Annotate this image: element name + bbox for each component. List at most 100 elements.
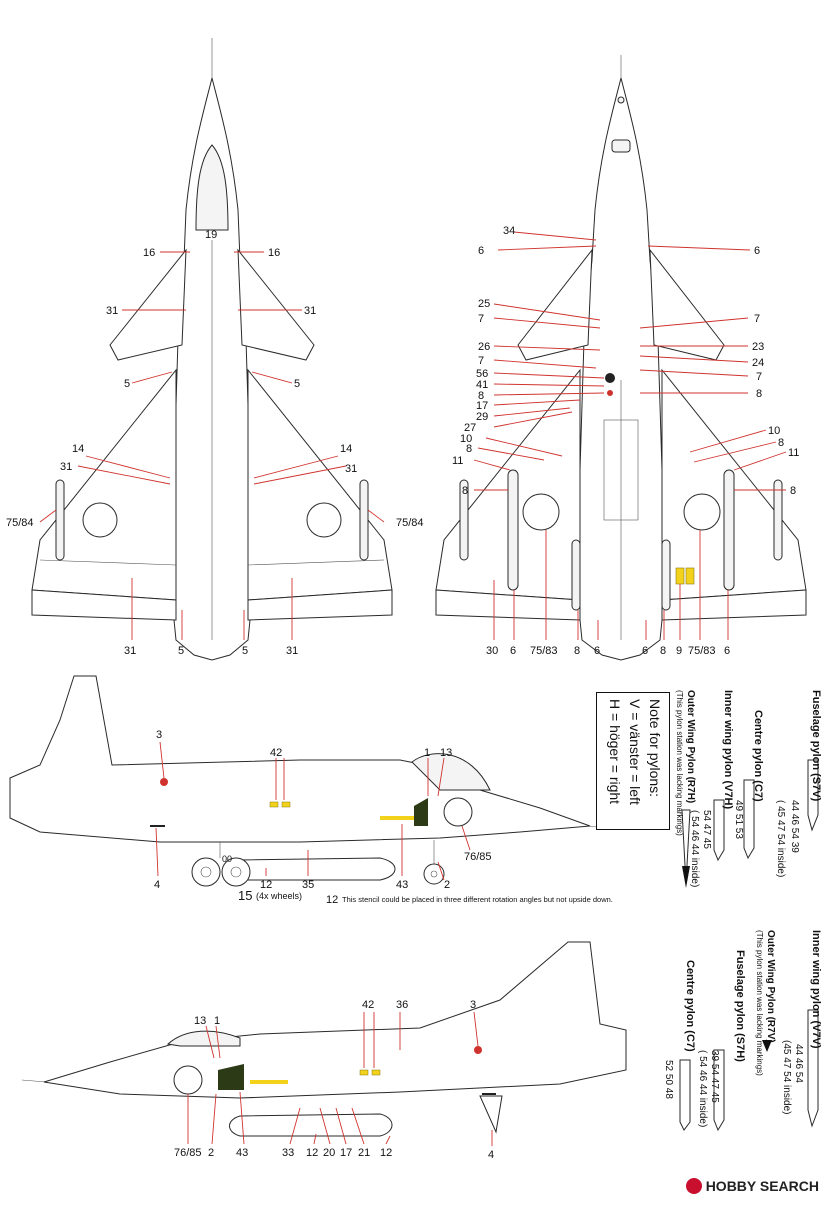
callout-label: 31 bbox=[106, 305, 118, 317]
callout-label: 1 bbox=[424, 747, 430, 759]
callout-label: 2 bbox=[208, 1147, 214, 1159]
hobby-search-logo-text: HOBBY SEARCH bbox=[705, 1178, 819, 1194]
callout-label: 12 bbox=[306, 1147, 318, 1159]
callout-label: 35 bbox=[302, 879, 314, 891]
callout-label: 7 bbox=[754, 313, 760, 325]
callout-label: 33 bbox=[282, 1147, 294, 1159]
callout-label: 10 bbox=[768, 425, 780, 437]
pylon-note-line-2: V = vänster = left bbox=[627, 699, 643, 805]
callout-label: 31 bbox=[60, 461, 72, 473]
callout-label: 75/83 bbox=[530, 645, 558, 657]
callout-label: 76/85 bbox=[174, 1147, 202, 1159]
callout-label: 42 bbox=[362, 999, 374, 1011]
callout-label: 17 bbox=[340, 1147, 352, 1159]
callout-label: 6 bbox=[594, 645, 600, 657]
callout-label: 5 bbox=[124, 378, 130, 390]
callout-label: 8 bbox=[660, 645, 666, 657]
centre-pylon-c7-title-2: Centre pylon (C7) bbox=[684, 960, 696, 1052]
stencil-number: 12 bbox=[326, 894, 338, 906]
callout-label: 9 bbox=[676, 645, 682, 657]
inner-wing-pylon-v7v-title: Inner wing pylon (V7V) bbox=[810, 930, 822, 1049]
callout-label: 8 bbox=[778, 437, 784, 449]
callout-label: 16 bbox=[268, 247, 280, 259]
callout-label: 8 bbox=[790, 485, 796, 497]
inner-wing-pylon-v7h-row2: ( 54 46 44 inside) bbox=[689, 810, 700, 888]
callout-label: 6 bbox=[724, 645, 730, 657]
callout-label: 19 bbox=[205, 229, 217, 241]
centre-pylon-c7-row-2: 52 50 48 bbox=[663, 1060, 674, 1099]
inner-wing-pylon-v7v-row1: 44 46 54 bbox=[793, 1044, 804, 1083]
callout-label: 11 bbox=[452, 455, 463, 467]
callout-label: 31 bbox=[345, 463, 357, 475]
callout-label: 24 bbox=[752, 357, 764, 369]
hobby-search-logo: HOBBY SEARCH bbox=[685, 1178, 819, 1194]
callout-label: 76/85 bbox=[464, 851, 492, 863]
callout-label: 42 bbox=[270, 747, 282, 759]
callout-label: 43 bbox=[236, 1147, 248, 1159]
fuselage-pylon-s7v-row1: 44 46 54 39 bbox=[789, 800, 800, 853]
callout-label: 36 bbox=[396, 999, 408, 1011]
hobby-search-logo-icon bbox=[685, 1178, 702, 1194]
pylon-drawings bbox=[679, 759, 819, 1132]
callout-label: 6 bbox=[510, 645, 516, 657]
centre-pylon-c7-title: Centre pylon (C7) bbox=[752, 710, 764, 802]
callout-label: 25 bbox=[478, 298, 490, 310]
aircraft-bottom-view: 34 6 6 25 7 7 26 23 24 7 56 7 41 8 8 17 … bbox=[435, 55, 807, 661]
callout-label: 17 bbox=[476, 400, 488, 412]
callout-label: 16 bbox=[143, 247, 155, 259]
fuselage-pylon-s7v-row2: ( 45 47 54 inside) bbox=[775, 800, 786, 878]
inner-wing-pylon-v7h-title: Inner wing pylon (V7H) bbox=[722, 690, 734, 810]
callout-label: 27 bbox=[464, 422, 476, 434]
callout-label: 00 bbox=[222, 854, 232, 864]
callout-label: 8 bbox=[574, 645, 580, 657]
callout-label: 26 bbox=[478, 341, 490, 353]
aircraft-side-view-right: 13 1 42 36 3 76/85 2 43 33 12 20 17 21 1… bbox=[21, 941, 627, 1161]
callout-label: 30 bbox=[486, 645, 498, 657]
callout-label: 75/84 bbox=[6, 517, 34, 529]
callout-label: 6 bbox=[754, 245, 760, 257]
callout-label: 43 bbox=[396, 879, 408, 891]
callout-label: 14 bbox=[72, 443, 84, 455]
stencil-note: This stencil could be placed in three di… bbox=[342, 895, 613, 904]
wheels-note: (4x wheels) bbox=[256, 891, 302, 901]
callout-label: 34 bbox=[503, 225, 515, 237]
callout-label: 31 bbox=[286, 645, 298, 657]
callout-label: 14 bbox=[340, 443, 352, 455]
fuselage-pylon-s7h-row1: 39 54 47 45 bbox=[709, 1050, 720, 1103]
callout-label: 3 bbox=[156, 729, 162, 741]
fuselage-pylon-s7v-title: Fuselage pylon (S7V) bbox=[810, 690, 822, 802]
callout-label: 6 bbox=[642, 645, 648, 657]
aircraft-top-view: 19 16 16 31 31 5 5 14 14 31 31 75/84 75/… bbox=[6, 38, 424, 661]
pylon-note-box: Note for pylons: V = vänster = left H = … bbox=[596, 692, 670, 830]
callout-label: 2 bbox=[444, 879, 450, 891]
callout-label: 8 bbox=[478, 390, 484, 402]
fuselage-pylon-s7h-row2: ( 54 46 44 inside) bbox=[697, 1050, 708, 1128]
callout-label: 21 bbox=[358, 1147, 370, 1159]
callout-label: 11 bbox=[788, 447, 799, 459]
callout-label: 31 bbox=[304, 305, 316, 317]
pylon-note-line-3: H = höger = right bbox=[607, 699, 623, 805]
callout-label: 6 bbox=[478, 245, 484, 257]
centre-pylon-c7-row: 49 51 53 bbox=[733, 800, 744, 839]
callout-label: 8 bbox=[462, 485, 468, 497]
callout-label: 4 bbox=[488, 1149, 494, 1161]
outer-wing-pylon-r7v-title: Outer Wing Pylon (R7V) bbox=[765, 930, 776, 1043]
callout-label: 8 bbox=[756, 388, 762, 400]
callout-label: 3 bbox=[470, 999, 476, 1011]
callout-label: 4 bbox=[154, 879, 160, 891]
aircraft-side-view-left: 3 42 1 13 4 00 12 35 43 2 76/85 15 (4x w… bbox=[9, 675, 613, 906]
callout-label: 41 bbox=[476, 379, 488, 391]
callout-label: 1 bbox=[214, 1015, 220, 1027]
callout-label: 7 bbox=[478, 355, 484, 367]
callout-label: 7 bbox=[478, 313, 484, 325]
callout-label: 5 bbox=[178, 645, 184, 657]
inner-wing-pylon-v7h-row1: 54 47 45 bbox=[701, 810, 712, 849]
callout-label: 56 bbox=[476, 368, 488, 380]
callout-label: 13 bbox=[440, 747, 452, 759]
fuselage-pylon-s7h-title: Fuselage pylon (S7H) bbox=[734, 950, 746, 1062]
callout-label: 20 bbox=[323, 1147, 335, 1159]
callout-label: 75/84 bbox=[396, 517, 424, 529]
pylon-note-line-1: Note for pylons: bbox=[647, 699, 663, 798]
